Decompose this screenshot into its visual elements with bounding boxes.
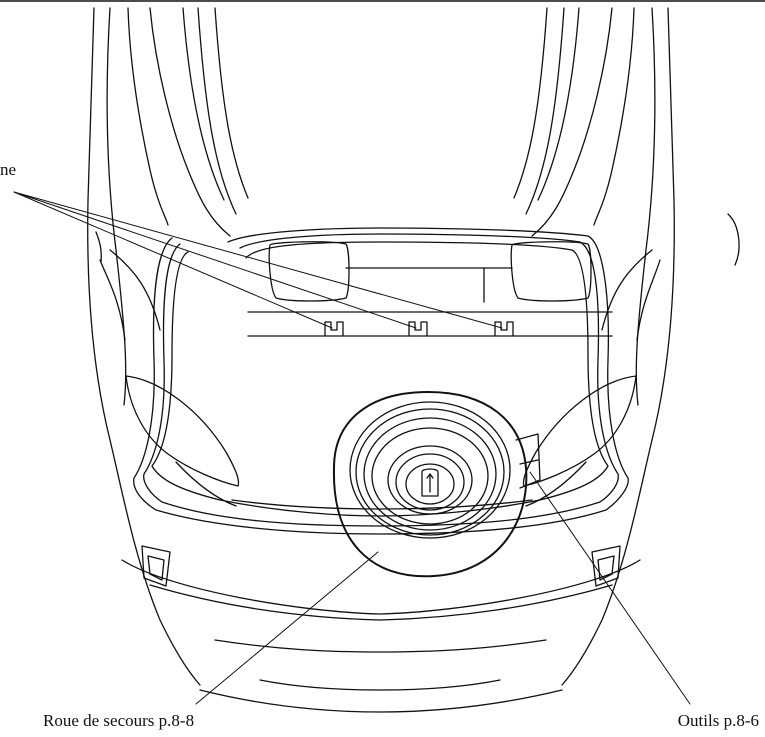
- left-fog-light: [141, 545, 171, 587]
- rear-bumper: [121, 559, 641, 713]
- tie-down-hooks: [324, 321, 514, 337]
- spare-wheel-label: Roue de secours p.8-8: [43, 711, 195, 730]
- bottom-leader-lines: [195, 471, 691, 705]
- hook-right: [494, 321, 514, 337]
- hook-center: [408, 321, 428, 337]
- spare-wheel: [332, 391, 528, 578]
- trunk-opening: [133, 227, 629, 535]
- spare-wheel-leader: [195, 551, 379, 705]
- rear-seats: [247, 241, 613, 337]
- tools-label: Outils p.8-6: [677, 711, 759, 730]
- hook-left: [324, 321, 344, 337]
- tools-leader: [529, 471, 691, 705]
- hook-leader-lines: [13, 191, 503, 329]
- left-body-side: [87, 7, 249, 686]
- right-body-side: [513, 7, 740, 686]
- right-tail-light: [522, 375, 637, 507]
- hooks-partial-label: ne: [0, 160, 17, 179]
- right-fog-light: [591, 545, 621, 587]
- left-tail-light: [125, 375, 240, 507]
